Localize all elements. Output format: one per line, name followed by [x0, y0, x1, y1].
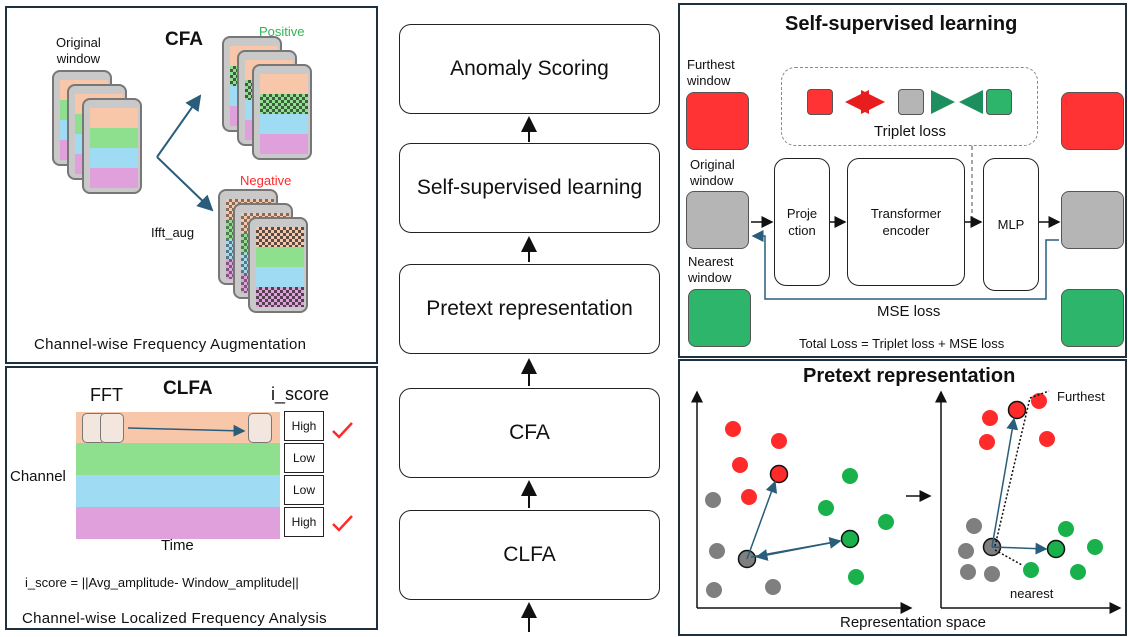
- triplet-loss-box: [781, 67, 1038, 146]
- negative-window-card: [248, 217, 308, 313]
- cfa-caption: Channel-wise Frequency Augmentation: [34, 336, 307, 353]
- clfa-caption: Channel-wise Localized Frequency Analysi…: [22, 610, 327, 627]
- flow-step-pretext: Pretext representation: [399, 264, 660, 354]
- original-window-label: Original window: [56, 35, 101, 66]
- furthest-point-label: Furthest: [1057, 389, 1105, 404]
- furthest-window: [686, 92, 749, 150]
- flow-step-self-supervised: Self-supervised learning: [399, 143, 660, 233]
- cfa-title: CFA: [165, 29, 203, 50]
- score-cell: Low: [284, 475, 324, 505]
- triplet-gray-square: [898, 89, 924, 115]
- channel-band-3: [76, 475, 280, 507]
- mlp-box: MLP: [983, 158, 1039, 291]
- positive-label: Positive: [259, 24, 305, 39]
- flow-step-anomaly-scoring: Anomaly Scoring: [399, 24, 660, 114]
- score-cell: High: [284, 411, 324, 441]
- ssl-title: Self-supervised learning: [785, 13, 1018, 35]
- representation-space-label: Representation space: [840, 614, 986, 631]
- ifft-aug-label: Ifft_aug: [151, 225, 195, 240]
- cfa-panel: [5, 6, 378, 364]
- channel-band-2: [76, 443, 280, 475]
- total-loss-label: Total Loss = Triplet loss + MSE loss: [799, 336, 1005, 351]
- fft-label: FFT: [90, 385, 123, 405]
- projection-box: Proje ction: [774, 158, 830, 286]
- check-icon: [332, 422, 353, 439]
- iscore-label: i_score: [271, 384, 330, 404]
- clfa-title: CLFA: [163, 378, 213, 399]
- flow-step-cfa: CFA: [399, 388, 660, 478]
- original-window-card: [82, 98, 142, 194]
- furthest-window-label: Furthest window: [687, 57, 735, 88]
- check-icon: [332, 515, 353, 532]
- triplet-loss-label: Triplet loss: [874, 123, 946, 140]
- output-original: [1061, 191, 1124, 249]
- time-label: Time: [161, 537, 194, 554]
- output-nearest: [1061, 289, 1124, 347]
- nearest-window: [688, 289, 751, 347]
- negative-label: Negative: [240, 173, 292, 188]
- original-window: [686, 191, 749, 249]
- score-cell: High: [284, 507, 324, 537]
- nearest-point-label: nearest: [1010, 586, 1054, 601]
- pretext-title: Pretext representation: [803, 365, 1016, 387]
- channel-label: Channel: [10, 468, 66, 485]
- iscore-formula: i_score = ||Avg_amplitude- Window_amplit…: [25, 575, 299, 590]
- channel-band-4: [76, 507, 280, 539]
- triplet-red-square: [807, 89, 833, 115]
- fft-window: [100, 413, 124, 443]
- score-cell: Low: [284, 443, 324, 473]
- nearest-window-label: Nearest window: [688, 254, 734, 285]
- original-window-label-ssl: Original window: [690, 157, 735, 188]
- output-furthest: [1061, 92, 1124, 150]
- triplet-green-square: [986, 89, 1012, 115]
- positive-window-card: [252, 64, 312, 160]
- ssl-panel: [678, 3, 1127, 358]
- fft-window: [248, 413, 272, 443]
- mse-loss-label: MSE loss: [877, 303, 941, 320]
- flow-step-clfa: CLFA: [399, 510, 660, 600]
- transformer-encoder-box: Transformer encoder: [847, 158, 965, 286]
